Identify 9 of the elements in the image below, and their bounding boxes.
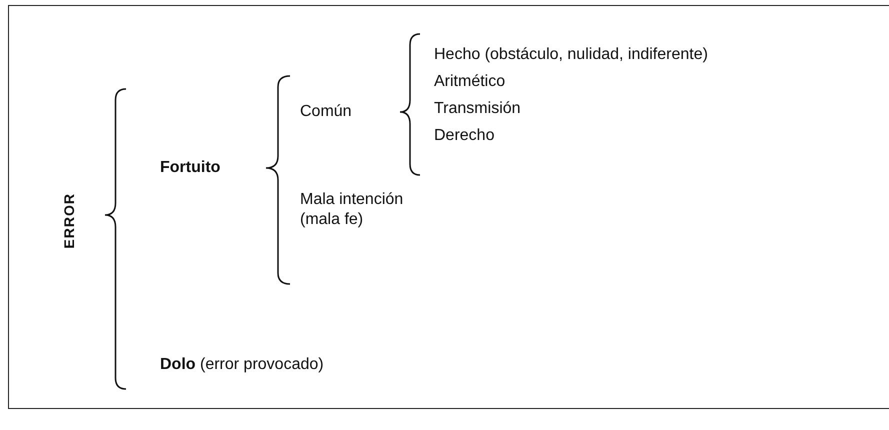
category-label: Dolo (error provocado)	[160, 355, 324, 375]
category-label: Mala intención (mala fe)	[300, 190, 404, 230]
item-text: Aritmético	[434, 72, 506, 92]
item-text: Hecho (obstáculo, nulidad, indiferente)	[434, 45, 708, 65]
category-label: Común	[300, 102, 352, 122]
item-text: Transmisión	[434, 99, 521, 119]
category-label: ERROR	[60, 193, 78, 249]
category-label: Fortuito	[160, 158, 220, 178]
item-text: Derecho	[434, 126, 494, 146]
